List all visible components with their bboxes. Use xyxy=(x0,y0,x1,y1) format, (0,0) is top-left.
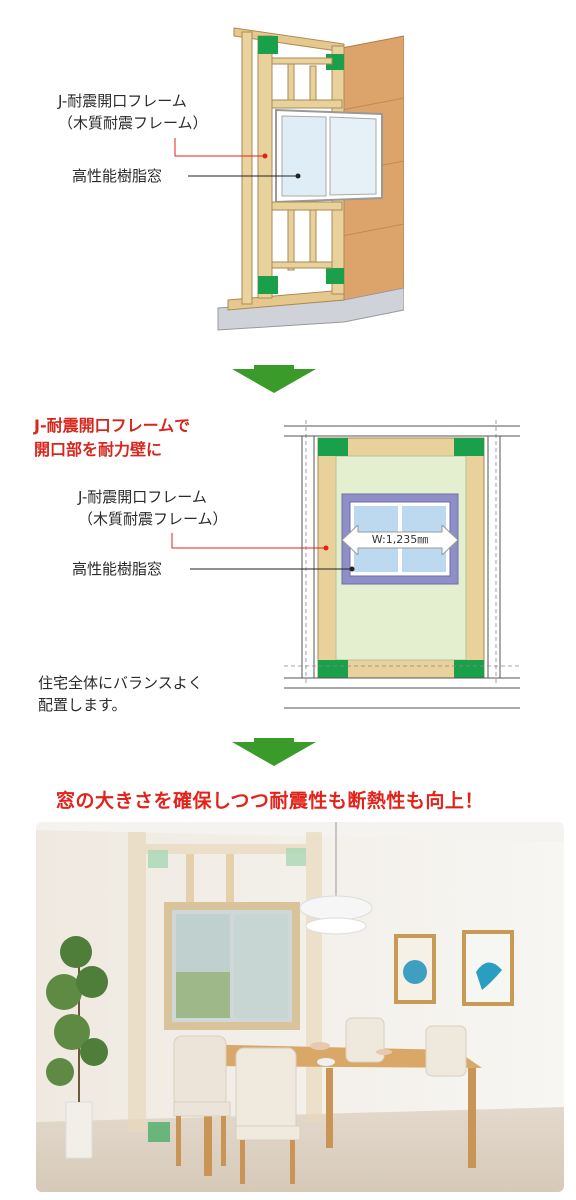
frame-label-1: J-耐震開口フレーム （木質耐震フレーム） xyxy=(58,90,208,134)
frame-label2-line1: J-耐震開口フレーム xyxy=(78,488,207,506)
wall-illustration-3d xyxy=(214,18,404,338)
section2-title-line1: J-耐震開口フレームで xyxy=(34,416,191,435)
placement-note-line2: 配置します。 xyxy=(38,696,127,714)
down-arrow-icon xyxy=(232,365,316,393)
room-photo xyxy=(36,822,564,1192)
section2-title: J-耐震開口フレームで 開口部を耐力壁に xyxy=(34,414,190,462)
leader-lines-2 xyxy=(171,533,355,572)
frame-label-line1: J-耐震開口フレーム xyxy=(58,92,187,110)
placement-note-line1: 住宅全体にバランスよく xyxy=(38,674,203,692)
headline: 窓の大きさを確保しつつ耐震性も断熱性も向上！ xyxy=(56,790,484,812)
placement-note: 住宅全体にバランスよく 配置します。 xyxy=(38,672,203,716)
window-label-2: 高性能樹脂窓 xyxy=(72,560,163,578)
frame-label-2: J-耐震開口フレーム （木質耐震フレーム） xyxy=(78,486,228,530)
window-label-1: 高性能樹脂窓 xyxy=(72,167,163,185)
leader-lines-1 xyxy=(174,138,301,179)
width-dimension-label: W:1,235㎜ xyxy=(371,533,429,546)
frame-label-line2: （木質耐震フレーム） xyxy=(58,114,208,132)
double-arrow-icon xyxy=(342,525,458,555)
frame-label2-line2: （木質耐震フレーム） xyxy=(78,510,228,528)
section2-title-line2: 開口部を耐力壁に xyxy=(34,440,163,459)
down-arrow-icon xyxy=(232,738,316,766)
